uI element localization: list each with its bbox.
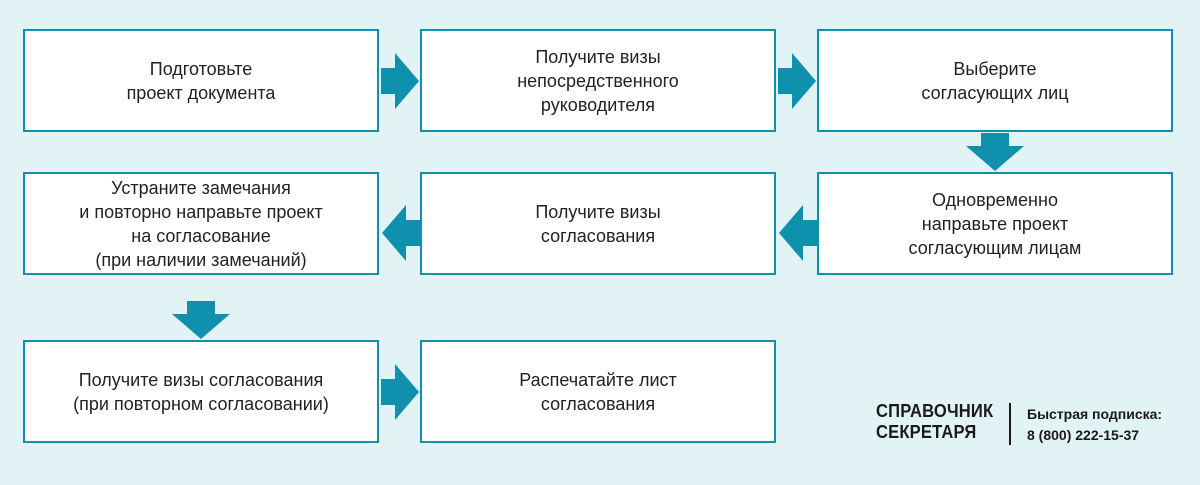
step-8-box: Распечатайте лист согласования (420, 340, 776, 443)
brand-name-line-2: СЕКРЕТАРЯ (876, 422, 977, 442)
brand-name-line-1: СПРАВОЧНИК (876, 401, 994, 421)
step-3-label: Выберите согласующих лиц (921, 58, 1069, 103)
step-6-label: Устраните замечания и повторно направьте… (79, 177, 323, 270)
arrow-right-2-to-3 (778, 53, 816, 109)
step-6-box: Устраните замечания и повторно направьте… (23, 172, 379, 275)
step-5-label: Получите визы согласования (535, 201, 661, 246)
step-3-box: Выберите согласующих лиц (817, 29, 1173, 132)
step-1-box: Подготовьте проект документа (23, 29, 379, 132)
brand-divider (1009, 403, 1011, 445)
arrow-right-1-to-2 (381, 53, 419, 109)
subscription-info: Быстрая подписка: 8 (800) 222-15-37 (1027, 404, 1162, 446)
arrow-down-3-to-4 (966, 133, 1024, 171)
step-7-label: Получите визы согласования (при повторно… (73, 369, 329, 414)
step-7-box: Получите визы согласования (при повторно… (23, 340, 379, 443)
arrow-left-4-to-5 (779, 205, 817, 261)
step-4-box: Одновременно направьте проект согласующи… (817, 172, 1173, 275)
step-8-label: Распечатайте лист согласования (519, 369, 677, 414)
step-2-label: Получите визы непосредственного руководи… (517, 46, 679, 115)
subscription-phone: 8 (800) 222-15-37 (1027, 427, 1140, 443)
arrow-down-6-to-7 (172, 301, 230, 339)
step-5-box: Получите визы согласования (420, 172, 776, 275)
step-1-label: Подготовьте проект документа (126, 58, 276, 103)
subscription-label: Быстрая подписка: (1027, 406, 1163, 422)
brand-block: СПРАВОЧНИК СЕКРЕТАРЯ Быстрая подписка: 8… (876, 401, 1186, 449)
arrow-right-7-to-8 (381, 364, 419, 420)
step-2-box: Получите визы непосредственного руководи… (420, 29, 776, 132)
arrow-left-5-to-6 (382, 205, 420, 261)
step-4-label: Одновременно направьте проект согласующи… (908, 189, 1082, 258)
brand-logo-text: СПРАВОЧНИК СЕКРЕТАРЯ (876, 401, 993, 443)
